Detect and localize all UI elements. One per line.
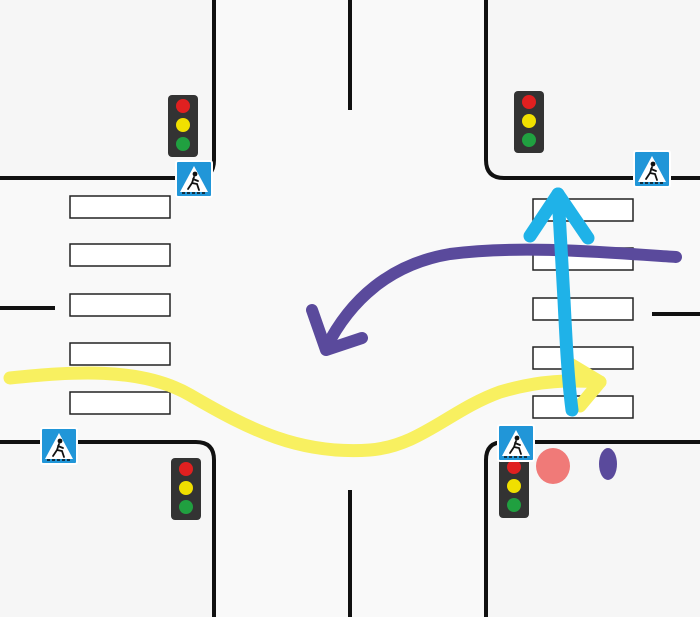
crosswalk-stripe [69,195,171,219]
green-light-icon [176,137,190,151]
traffic-light-se [499,456,529,518]
traffic-light-ne [514,91,544,153]
pedestrian-crossing-sign-icon [633,150,671,188]
red-light-icon [176,99,190,113]
arrow-straight-up-head-icon [523,187,595,245]
pedestrian-crossing-sign-icon [175,160,213,198]
crosswalk-west [69,195,171,415]
corner-block-sw [0,442,214,617]
arrow-left-turn-path [320,243,682,354]
green-light-icon [507,498,521,512]
crosswalk-stripe [69,243,171,267]
curb-ne [484,0,700,180]
traffic-light-sw [171,458,201,520]
crosswalk-stripe [69,342,171,366]
pedestrian-crossing-sign-icon [40,427,78,465]
arrow-straight-up-path [551,187,579,417]
curb-sw [0,440,216,617]
red-light-icon [179,462,193,476]
yellow-light-icon [507,479,521,493]
arrow-straight-right [3,357,607,458]
arrow-straight-right-path [3,366,607,458]
arrow-straight-right-head-icon [563,357,607,413]
arrow-left-turn-head-icon [306,304,368,356]
yellow-light-icon [522,114,536,128]
crosswalk-stripe [532,297,634,321]
yellow-light-icon [176,118,190,132]
red-light-icon [522,95,536,109]
arrow-straight-up [523,187,595,417]
pedestrian-purple-dot [599,448,617,480]
pedestrian-pink-dot [536,448,570,484]
traffic-light-nw [168,95,198,157]
crosswalk-stripe [69,391,171,415]
corner-block-nw [0,0,214,178]
crosswalk-stripe [69,293,171,317]
red-light-icon [507,460,521,474]
pedestrian-crossing-sign-icon [497,424,535,462]
yellow-light-icon [179,481,193,495]
arrow-left-turn [306,243,682,356]
corner-block-se [486,442,700,617]
green-light-icon [179,500,193,514]
green-light-icon [522,133,536,147]
